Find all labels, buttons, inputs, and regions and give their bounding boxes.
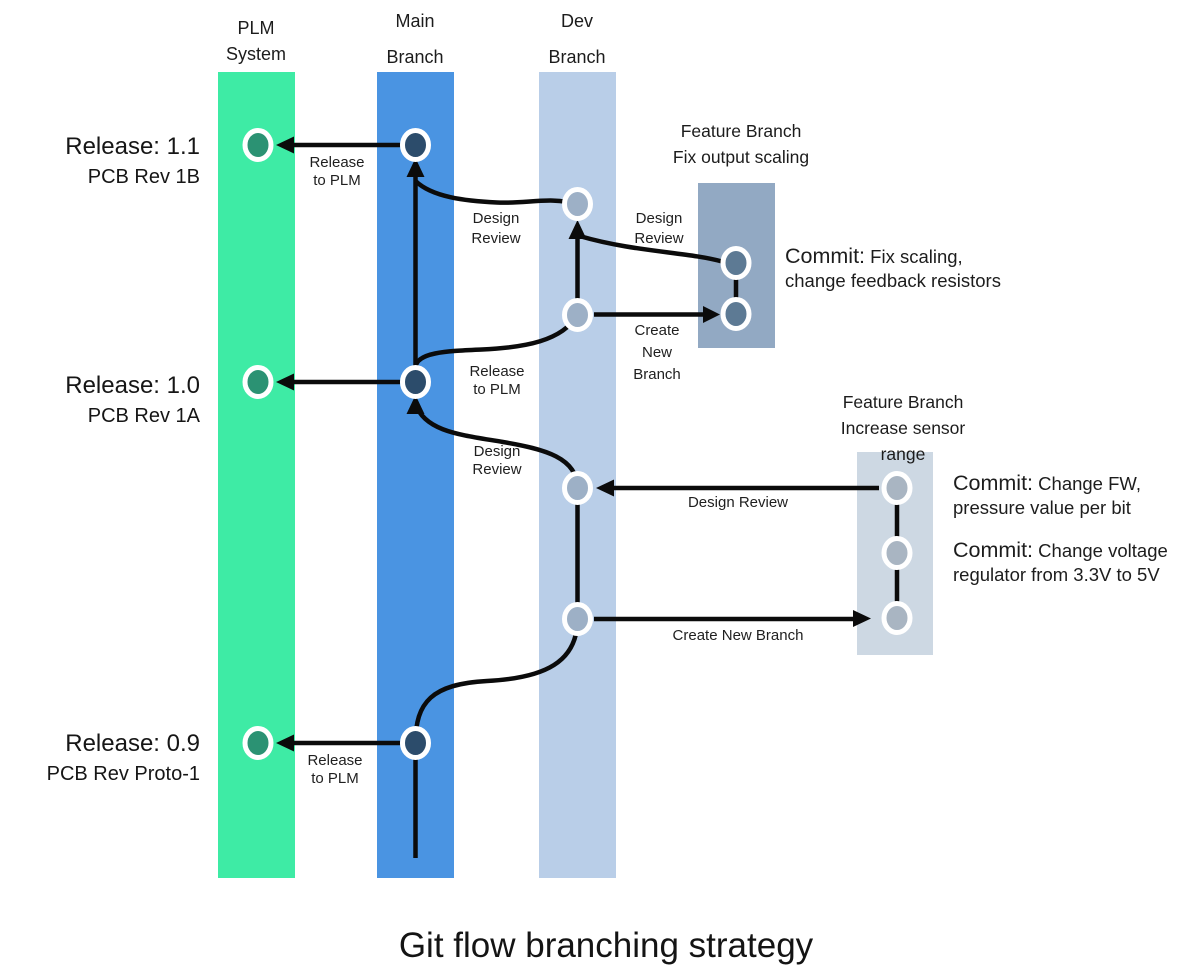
commit-text: pressure value per bit xyxy=(953,497,1131,518)
dev-node-1 xyxy=(562,187,593,221)
commit-text: Change FW, xyxy=(1038,473,1141,494)
arrowhead-into-plm-09 xyxy=(276,734,294,752)
column-header-main: Main Branch xyxy=(335,10,495,68)
feature-header-line: Increase sensor xyxy=(840,418,966,438)
edge-label-release-to-plm-10: Release to PLM xyxy=(457,363,537,399)
commit-nodes xyxy=(242,128,913,760)
edge-label-line: Review xyxy=(634,230,684,247)
edge-label-line: Design xyxy=(635,210,683,227)
commit-prefix: Commit: xyxy=(953,471,1034,495)
edge-label-line: Release xyxy=(309,154,365,171)
edge-label-line: Release xyxy=(307,752,363,769)
edge-merge-dev-to-main10 xyxy=(413,403,580,489)
feature1-node-top xyxy=(720,246,752,280)
edge-label-line: Create xyxy=(634,322,680,339)
dev-node-3 xyxy=(562,471,593,505)
commit-label-fix-scaling: Commit: Fix scaling, change feedback res… xyxy=(785,244,1001,293)
main-node-release-10 xyxy=(400,365,431,399)
release-version: Release: 1.1 xyxy=(65,133,200,160)
commit-label-change-voltage: Commit: Change voltage regulator from 3.… xyxy=(953,538,1168,587)
edge-label-design-review-feature1: Design Review xyxy=(614,209,704,249)
release-label-09: Release: 0.9 PCB Rev Proto-1 xyxy=(0,730,200,786)
edge-label-release-to-plm-11: Release to PLM xyxy=(297,154,377,190)
feature-header-line: range xyxy=(880,444,926,464)
arrowhead-into-plm-10 xyxy=(276,373,294,391)
main-node-release-09 xyxy=(400,726,431,760)
feature-header-line: Feature Branch xyxy=(842,392,964,412)
edge-label-create-new-branch-feature1: Create New Branch xyxy=(607,320,707,386)
release-pcb-rev: PCB Rev 1B xyxy=(87,166,200,188)
arrowhead-into-dev-488 xyxy=(596,479,614,497)
edge-branch-main09-to-dev xyxy=(413,618,580,744)
release-label-10: Release: 1.0 PCB Rev 1A xyxy=(0,372,200,428)
commit-text: Change voltage xyxy=(1038,540,1168,561)
feature2-node-middle xyxy=(881,536,913,570)
column-header-line: Branch xyxy=(548,47,606,67)
edge-label-line: Design Review xyxy=(687,494,789,511)
edge-label-line: to PLM xyxy=(473,381,521,398)
edge-label-line: to PLM xyxy=(311,770,359,787)
edge-label-line: Branch xyxy=(633,366,681,383)
release-version: Release: 0.9 xyxy=(65,730,200,757)
edge-branch-main10-to-dev xyxy=(413,313,580,369)
arrowhead-into-dev-top xyxy=(568,220,587,239)
arrowhead-into-plm-11 xyxy=(276,136,294,154)
commit-text: Fix scaling, xyxy=(870,246,963,267)
arrowhead-into-main-11 xyxy=(406,158,425,177)
feature-header-line: Feature Branch xyxy=(680,121,802,141)
arrow-heads xyxy=(276,136,871,752)
commit-text: change feedback resistors xyxy=(785,270,1001,291)
edge-label-design-review-main11: Design Review xyxy=(451,209,541,249)
feature1-header: Feature Branch Fix output scaling xyxy=(641,118,841,170)
arrowhead-into-feature2 xyxy=(853,610,871,627)
commit-text: regulator from 3.3V to 5V xyxy=(953,564,1160,585)
column-header-line: Dev xyxy=(560,11,593,31)
edge-label-line: Review xyxy=(471,230,521,247)
edge-merge-dev-to-main11 xyxy=(413,179,579,207)
plm-node-release-10 xyxy=(242,365,274,399)
plm-node-release-11 xyxy=(242,128,274,162)
release-label-11: Release: 1.1 PCB Rev 1B xyxy=(0,133,200,189)
arrowhead-into-feature1 xyxy=(703,306,720,323)
column-header-line: Branch xyxy=(386,47,444,67)
edge-label-line: Release xyxy=(469,363,525,380)
main-node-release-11 xyxy=(400,128,431,162)
column-header-plm: PLM System xyxy=(176,17,336,65)
edge-label-create-new-branch-feature2: Create New Branch xyxy=(648,627,828,645)
dev-node-4 xyxy=(562,602,593,636)
release-version: Release: 1.0 xyxy=(65,372,200,399)
arrowhead-into-main-10 xyxy=(406,395,425,414)
release-pcb-rev: PCB Rev Proto-1 xyxy=(46,763,200,785)
column-header-line: PLM xyxy=(237,18,275,38)
feature2-node-top xyxy=(881,471,913,505)
feature-header-line: Fix output scaling xyxy=(672,147,810,167)
release-pcb-rev: PCB Rev 1A xyxy=(87,405,200,427)
feature1-node-bottom xyxy=(720,297,752,331)
commit-prefix: Commit: xyxy=(953,538,1034,562)
edge-label-line: Design xyxy=(473,443,521,460)
column-header-dev: Dev Branch xyxy=(497,10,657,68)
feature2-node-bottom xyxy=(881,601,913,635)
commit-label-change-fw: Commit: Change FW, pressure value per bi… xyxy=(953,471,1141,520)
edge-label-line: to PLM xyxy=(313,172,361,189)
edge-label-design-review-feature2: Design Review xyxy=(663,494,813,512)
column-header-line: System xyxy=(225,44,286,64)
edge-label-release-to-plm-09: Release to PLM xyxy=(295,752,375,788)
dev-node-2 xyxy=(562,298,593,332)
edge-label-line: Design xyxy=(472,210,520,227)
edge-label-line: Review xyxy=(472,461,522,478)
column-header-line: Main xyxy=(395,11,435,31)
plm-node-release-09 xyxy=(242,726,274,760)
edge-merge-feature1-to-dev xyxy=(578,233,723,264)
commit-prefix: Commit: xyxy=(785,244,866,268)
edge-label-line: Create New Branch xyxy=(672,627,804,644)
edge-label-line: New xyxy=(641,344,672,361)
feature2-header: Feature Branch Increase sensor range xyxy=(803,389,1003,467)
edge-label-design-review-main10: Design Review xyxy=(452,443,542,479)
diagram-title: Git flow branching strategy xyxy=(398,926,814,965)
